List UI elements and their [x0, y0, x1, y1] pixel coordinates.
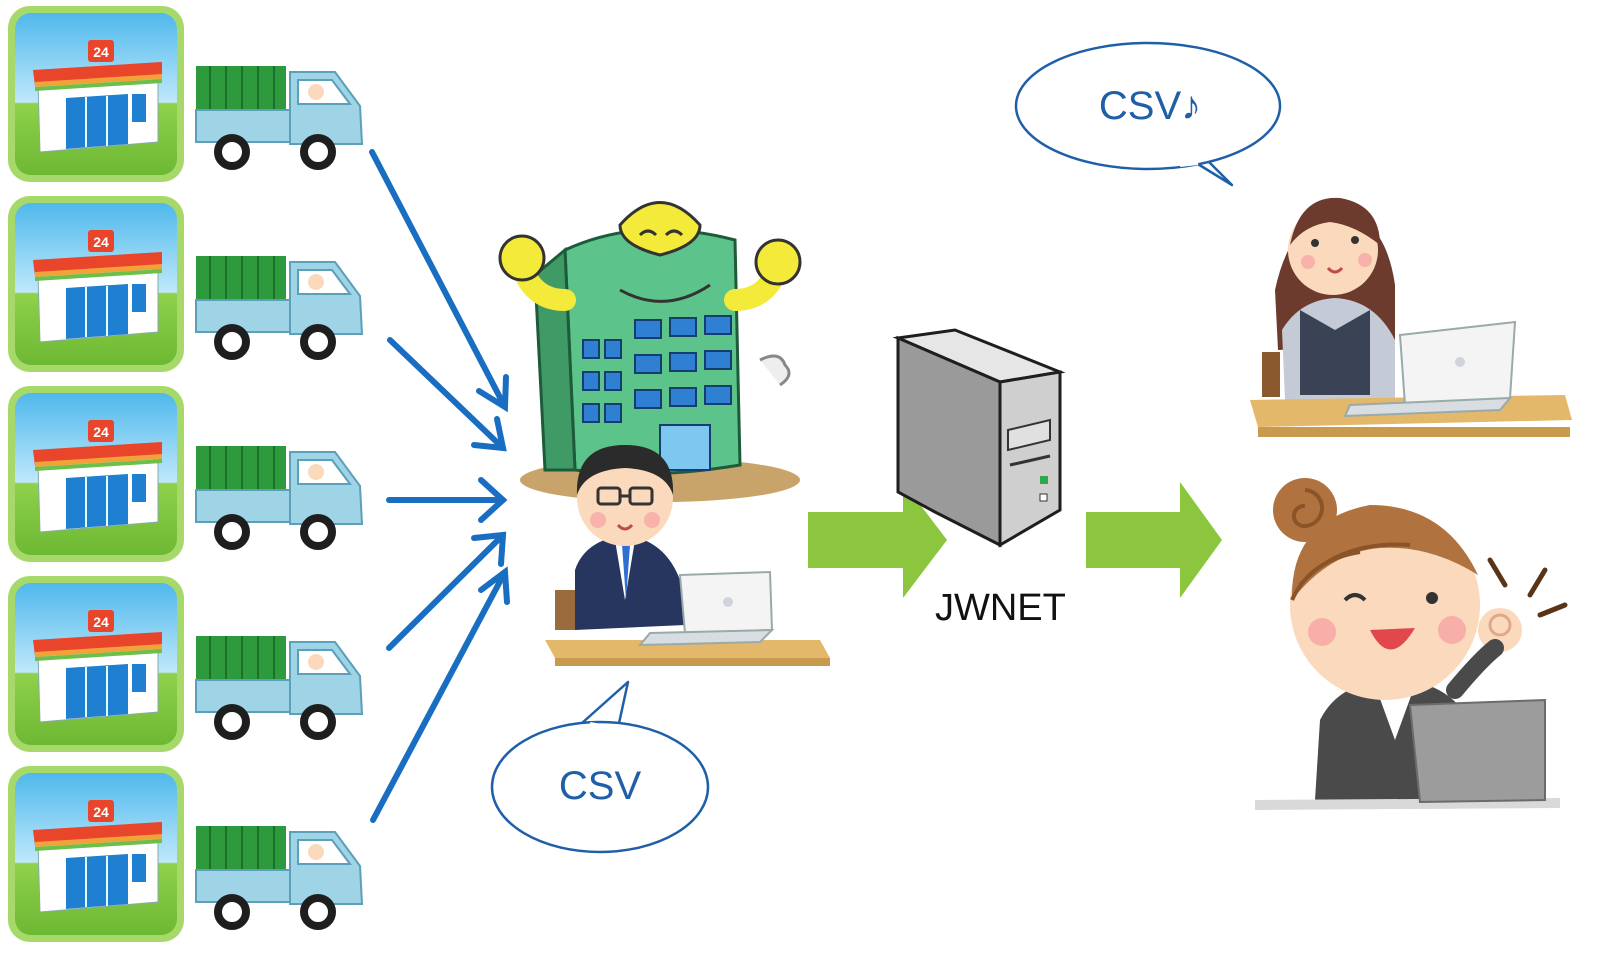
- staff-speech-bubble: [490, 680, 710, 854]
- store-truck-row: 24: [8, 6, 364, 182]
- store-badge: 24: [93, 44, 109, 60]
- server-label: JWNET: [935, 587, 1066, 629]
- store-truck-row: 24: [8, 766, 364, 942]
- truck-icon: [195, 446, 364, 550]
- truck-icon: [195, 826, 364, 930]
- arrow-1: [369, 149, 509, 413]
- store-badge: 24: [93, 804, 109, 820]
- arrow-2: [387, 337, 507, 452]
- arrow-to-server: [808, 482, 947, 598]
- receiver-bubble-label: CSV♪: [1098, 84, 1202, 128]
- truck-icon: [195, 256, 364, 360]
- store-badge: 24: [93, 424, 109, 440]
- server-icon: [892, 328, 1066, 548]
- store-badge: 24: [93, 614, 109, 630]
- office-worker-icon: [545, 445, 830, 666]
- receiver-speech-bubble: [1014, 41, 1282, 187]
- store-truck-row: 24: [8, 196, 364, 372]
- staff-bubble-label: CSV: [558, 764, 642, 808]
- truck-icon: [195, 636, 364, 740]
- arrow-4: [386, 531, 507, 651]
- store-icon: 24: [8, 576, 184, 752]
- truck-icon: [195, 66, 364, 170]
- store-icon: 24: [8, 6, 184, 182]
- woman-laptop-icon: [1250, 197, 1572, 437]
- store-badge: 24: [93, 234, 109, 250]
- arrow-from-server: [1086, 482, 1222, 598]
- store-icon: 24: [8, 766, 184, 942]
- store-column: 24 24 24 24 24: [8, 6, 364, 942]
- woman-ok-gesture-icon: [1255, 478, 1568, 810]
- store-icon: 24: [8, 196, 184, 372]
- collection-arrows: [369, 149, 510, 823]
- store-truck-row: 24: [8, 576, 364, 752]
- store-truck-row: 24: [8, 386, 364, 562]
- store-icon: 24: [8, 386, 184, 562]
- arrow-3: [386, 477, 508, 523]
- arrow-5: [370, 566, 510, 823]
